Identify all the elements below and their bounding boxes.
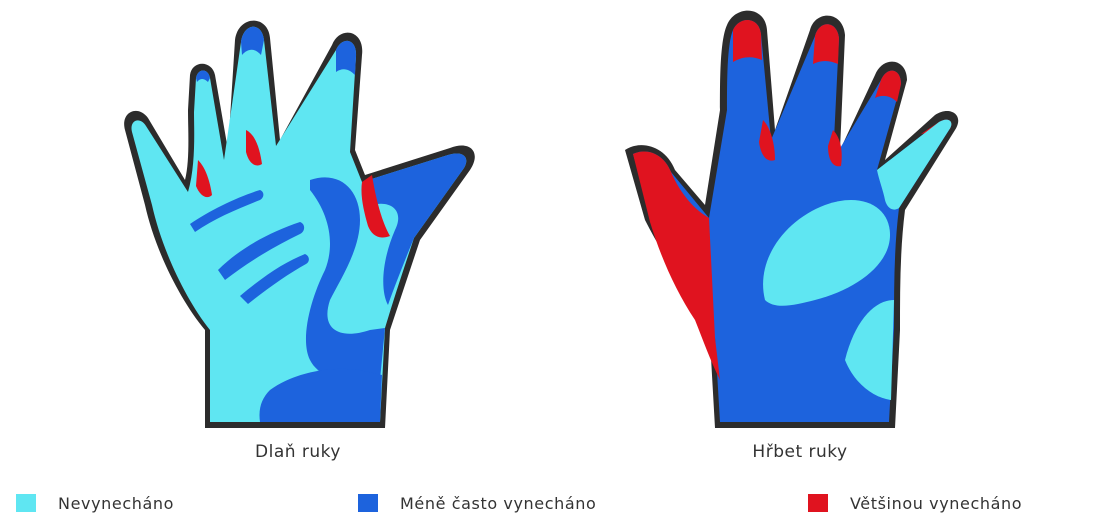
legend-item-not-missed: Nevynecháno — [16, 494, 174, 512]
legend-item-mostly-missed: Většinou vynecháno — [808, 494, 1022, 512]
legend-label-mostly-missed: Většinou vynecháno — [850, 494, 1022, 513]
back-hand-illustration — [615, 0, 985, 430]
palm-hand-svg — [110, 0, 480, 430]
legend-swatch-red — [808, 494, 828, 512]
legend-label-less-often-missed: Méně často vynecháno — [400, 494, 596, 513]
palm-hand-illustration — [110, 0, 480, 430]
back-caption: Hřbet ruky — [700, 442, 900, 462]
legend-item-less-often-missed: Méně často vynecháno — [358, 494, 596, 512]
legend-swatch-medium — [358, 494, 378, 512]
back-hand-svg — [615, 0, 985, 430]
palm-caption: Dlaň ruky — [198, 442, 398, 462]
legend-swatch-light — [16, 494, 36, 512]
legend: Nevynecháno Méně často vynecháno Většino… — [0, 494, 1104, 512]
back-fingertip-index — [733, 20, 762, 62]
back-red-thumb — [633, 151, 720, 380]
legend-label-not-missed: Nevynecháno — [58, 494, 174, 513]
